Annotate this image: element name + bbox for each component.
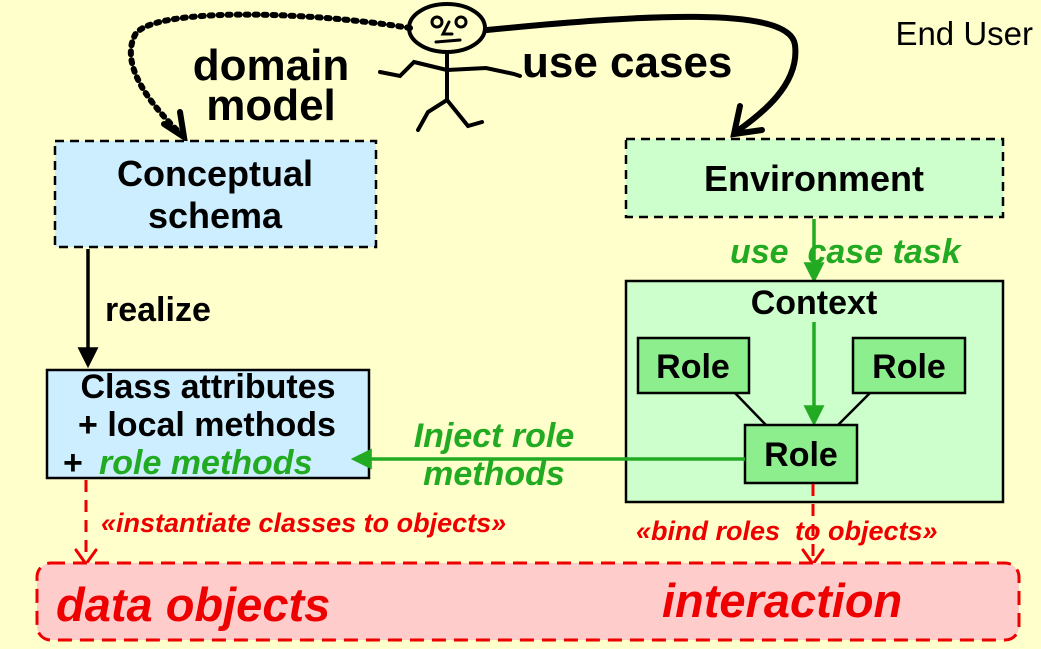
role-label-left: Role [656, 348, 730, 386]
data-objects-label: data objects [56, 578, 330, 631]
role-box-center [743, 423, 859, 485]
conceptual-schema-line1: Conceptual [117, 153, 313, 194]
domain-label-line2: model [206, 81, 336, 130]
class-box-line2: + local methods [78, 406, 336, 444]
domain-label-line1: domain [193, 41, 349, 90]
bottom-bar [35, 561, 1021, 642]
bind-roles-label: «bind roles to objects» [636, 516, 938, 546]
role-box-right [851, 336, 967, 395]
context-label: Context [751, 284, 878, 322]
class-box-line3-green: role methods [99, 444, 312, 482]
conceptual-schema-line2: schema [148, 195, 283, 236]
inject-role-label-line2: methods [423, 455, 565, 493]
role-connector-left [734, 392, 767, 426]
domain-model-arrow [127, 11, 413, 138]
role-box-left [636, 336, 751, 395]
realize-label: realize [105, 291, 211, 329]
role-label-center: Role [764, 436, 838, 474]
interaction-label: interaction [662, 574, 902, 627]
class-box [45, 368, 371, 480]
end-user-stick-figure [378, 2, 522, 132]
inject-role-label-line1: Inject role [414, 417, 575, 455]
end-user-label: End User [895, 15, 1033, 52]
class-box-line1: Class attributes [80, 368, 335, 406]
role-label-right: Role [872, 348, 946, 386]
instantiate-label: «instantiate classes to objects» [101, 508, 506, 538]
use-cases-arrow [484, 13, 799, 135]
use-cases-label: use cases [522, 38, 732, 87]
environment-box [624, 137, 1005, 219]
conceptual-schema-box [53, 139, 378, 249]
role-connector-right [837, 392, 871, 426]
environment-label: Environment [704, 158, 924, 199]
class-box-line3-prefix: + [63, 444, 83, 482]
use-case-task-label: use case task [730, 233, 963, 271]
